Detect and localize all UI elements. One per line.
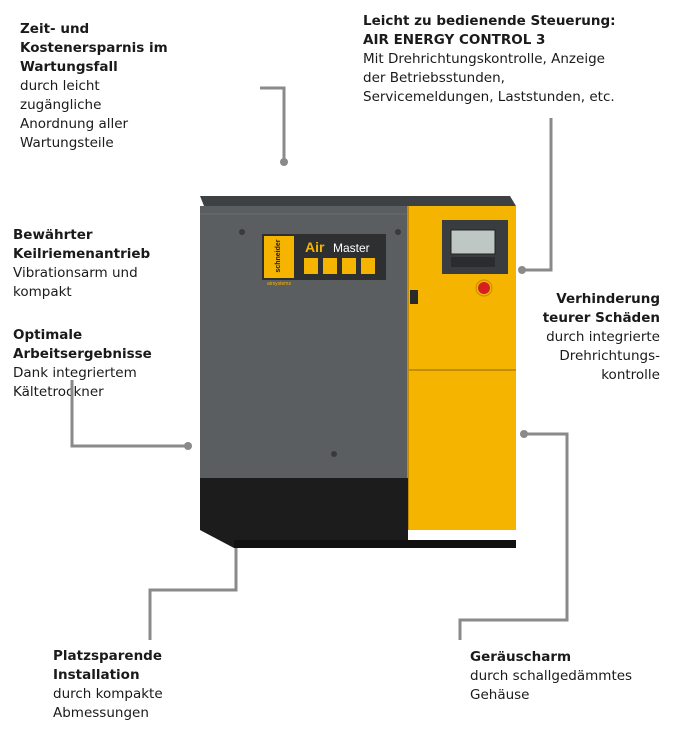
leader-line-control xyxy=(522,118,553,272)
screw-icon xyxy=(239,229,245,235)
leader-dot-noise xyxy=(520,430,528,438)
brand-sub: airsystems xyxy=(267,281,291,287)
latch-icon xyxy=(410,290,418,304)
control-buttons xyxy=(451,257,495,267)
emergency-stop-ring xyxy=(475,279,493,297)
badge-square xyxy=(342,258,356,274)
callout-damage-desc-1: durch integrierte xyxy=(546,329,660,345)
leader-dot-results xyxy=(184,442,192,450)
callout-install-desc-2: Abmessungen xyxy=(53,705,149,721)
callout-maintenance-title-2: Kostenersparnis im xyxy=(20,40,168,56)
callout-install-title-1: Platzsparende xyxy=(53,648,162,664)
callout-control: Leicht zu bedienende Steuerung: AIR ENER… xyxy=(363,12,616,107)
callout-maintenance-desc-3: Anordnung aller xyxy=(20,116,129,132)
leader-line-noise xyxy=(458,432,569,640)
callout-belt-title-1: Bewährter xyxy=(13,227,93,243)
callout-damage-title-2: teurer Schäden xyxy=(542,310,660,326)
compressor-top xyxy=(200,196,516,206)
callout-results-desc-2: Kältetrockner xyxy=(13,384,104,400)
brand-name: schneider xyxy=(275,239,282,272)
callout-belt-drive: Bewährter Keilriemenantrieb Vibrationsar… xyxy=(13,226,150,302)
leader-dot-control xyxy=(518,266,526,274)
base-lip xyxy=(234,540,516,548)
callout-control-title-1: Leicht zu bedienende Steuerung: xyxy=(363,13,616,29)
callout-maintenance-title-1: Zeit- und xyxy=(20,21,90,37)
callout-control-desc-1: Mit Drehrichtungskontrolle, Anzeige xyxy=(363,51,605,67)
callout-noise-desc-2: Gehäuse xyxy=(470,687,530,703)
leader-line-install xyxy=(148,540,238,640)
callout-damage-prevention: Verhinderung teurer Schäden durch integr… xyxy=(500,290,660,385)
callout-results-title-2: Arbeitsergebnisse xyxy=(13,346,152,362)
callout-damage-title-1: Verhinderung xyxy=(556,291,660,307)
callout-damage-desc-3: kontrolle xyxy=(601,367,660,383)
callout-control-title-2: AIR ENERGY CONTROL 3 xyxy=(363,32,546,48)
callout-noise: Geräuscharm durch schallgedämmtes Gehäus… xyxy=(470,648,632,705)
callout-results-desc-1: Dank integriertem xyxy=(13,365,137,381)
leader-dot-maintenance xyxy=(280,158,288,166)
screw-icon xyxy=(395,229,401,235)
callout-results-title-1: Optimale xyxy=(13,327,83,343)
callout-belt-title-2: Keilriemenantrieb xyxy=(13,246,151,262)
model-master: Master xyxy=(333,241,370,255)
callout-installation: Platzsparende Installation durch kompakt… xyxy=(53,647,163,723)
callout-results: Optimale Arbeitsergebnisse Dank integrie… xyxy=(13,326,152,402)
model-air: Air xyxy=(305,239,325,255)
callout-install-title-2: Installation xyxy=(53,667,140,683)
callout-damage-desc-2: Drehrichtungs- xyxy=(559,348,660,364)
badge-square xyxy=(323,258,337,274)
callout-maintenance-desc-2: zugängliche xyxy=(20,97,102,113)
badge-square xyxy=(361,258,375,274)
badge-square xyxy=(304,258,318,274)
callout-maintenance-desc-1: durch leicht xyxy=(20,78,100,94)
callout-belt-desc-2: kompakt xyxy=(13,284,72,300)
callout-maintenance-title-3: Wartungsfall xyxy=(20,59,118,75)
screw-icon xyxy=(331,451,337,457)
callout-install-desc-1: durch kompakte xyxy=(53,686,163,702)
callout-maintenance-desc-4: Wartungsteile xyxy=(20,135,114,151)
leader-line-maintenance xyxy=(260,86,286,162)
callout-control-desc-2: der Betriebsstunden, xyxy=(363,70,505,86)
callout-noise-desc-1: durch schallgedämmtes xyxy=(470,668,633,684)
compressor-base xyxy=(200,478,408,548)
callout-belt-desc-1: Vibrationsarm und xyxy=(13,265,138,281)
leader-line-results xyxy=(70,380,188,448)
control-display xyxy=(450,229,496,255)
callout-maintenance: Zeit- und Kostenersparnis im Wartungsfal… xyxy=(20,20,168,153)
callout-noise-title-1: Geräuscharm xyxy=(470,649,572,665)
callout-control-desc-3: Servicemeldungen, Laststunden, etc. xyxy=(363,89,615,105)
emergency-stop-icon xyxy=(478,282,490,294)
brand-logo-box xyxy=(264,236,294,278)
